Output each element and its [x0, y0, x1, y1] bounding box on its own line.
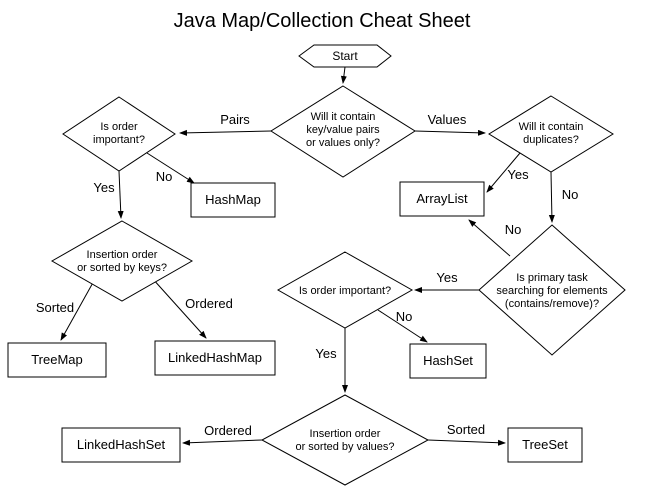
decision-insertion-or-sorted-values-line2: or sorted by values?: [295, 441, 394, 453]
decision-pairs-or-values-diamond: [270, 85, 416, 178]
edge-label-no-set-order: No: [396, 309, 413, 324]
edge-label-no-duplicates: No: [562, 187, 579, 202]
edge-yes-to-insertion-keys: [117, 170, 124, 219]
result-hashmap: HashMap: [190, 182, 276, 218]
page-title: Java Map/Collection Cheat Sheet: [174, 10, 471, 32]
decision-searching-diamond: [478, 224, 626, 356]
edge-ordered-to-linkedhashset: [182, 439, 263, 446]
decision-insertion-or-sorted-values: Insertion order or sorted by values?: [260, 394, 430, 486]
edge-no-to-hashmap: [146, 152, 195, 184]
result-linkedhashset: LinkedHashSet: [61, 427, 181, 463]
arraylist-box: [399, 181, 485, 217]
decision-insertion-or-sorted-keys-diamond: [50, 220, 194, 302]
decision-pairs-or-values-line1: Will it contain: [311, 111, 376, 123]
decision-duplicates-line2: duplicates?: [523, 134, 579, 146]
edge-pairs: [179, 129, 272, 136]
treeset-label: TreeSet: [522, 437, 568, 452]
edge-no-to-hashset: [377, 309, 428, 343]
result-arraylist: ArrayList: [399, 181, 485, 217]
edge-label-no-map-order: No: [156, 169, 173, 184]
decision-pairs-or-values: Will it contain key/value pairs or value…: [270, 85, 416, 178]
decision-order-important-map-line2: important?: [93, 134, 145, 146]
edge-label-ordered-keys: Ordered: [185, 296, 233, 311]
decision-insertion-or-sorted-values-diamond: [260, 394, 430, 486]
edge-ordered-to-linkedhashmap: [151, 277, 207, 339]
linkedhashset-label: LinkedHashSet: [77, 437, 166, 452]
edge-label-yes-duplicates: Yes: [507, 167, 529, 182]
decision-duplicates: Will it contain duplicates?: [488, 95, 614, 173]
result-linkedhashmap: LinkedHashMap: [154, 340, 276, 376]
decision-order-important-set-diamond: [276, 251, 414, 329]
hashmap-label: HashMap: [205, 192, 261, 207]
edge-label-yes-searching: Yes: [436, 270, 458, 285]
start-node: Start: [298, 44, 392, 68]
decision-duplicates-line1: Will it contain: [519, 121, 584, 133]
decision-insertion-or-sorted-keys-line1: Insertion order: [87, 249, 158, 261]
decision-searching-line3: (contains/remove)?: [505, 298, 599, 310]
edge-no-to-arraylist: [468, 219, 511, 257]
edge-label-sorted-keys: Sorted: [36, 300, 74, 315]
decision-order-important-set: Is order important?: [276, 251, 414, 329]
treeset-box: [507, 427, 583, 463]
decision-searching: Is primary task searching for elements (…: [478, 224, 626, 356]
hashset-label: HashSet: [423, 353, 473, 368]
edge-label-no-searching: No: [505, 222, 522, 237]
edge-start-to-keyvalue: [340, 66, 347, 84]
decision-duplicates-diamond: [488, 95, 614, 173]
edge-label-sorted-values: Sorted: [447, 422, 485, 437]
start-hexagon: [298, 44, 392, 68]
treemap-box: [7, 342, 107, 378]
linkedhashmap-box: [154, 340, 276, 376]
edge-label-yes-set-order: Yes: [315, 346, 337, 361]
edge-values: [414, 129, 486, 136]
decision-order-important-map-diamond: [62, 96, 176, 172]
edge-no-to-searching: [548, 171, 555, 223]
result-hashset: HashSet: [409, 343, 487, 379]
decision-searching-line1: Is primary task: [516, 272, 588, 284]
decision-order-important-map: Is order important?: [62, 96, 176, 172]
edge-label-ordered-values: Ordered: [204, 423, 252, 438]
decision-searching-line2: searching for elements: [496, 285, 608, 297]
linkedhashset-box: [61, 427, 181, 463]
edge-labels: Pairs Values No Yes Sorted Ordered Yes N…: [36, 112, 578, 438]
hashmap-box: [190, 182, 276, 218]
edges: [60, 66, 555, 446]
decision-pairs-or-values-line2: key/value pairs: [306, 124, 380, 136]
decision-order-important-set-line1: Is order important?: [299, 285, 391, 297]
decision-order-important-map-line1: Is order: [100, 121, 138, 133]
edge-label-values: Values: [428, 112, 467, 127]
edge-sorted-to-treemap: [60, 278, 96, 341]
start-label: Start: [332, 49, 358, 63]
decision-insertion-or-sorted-keys-line2: or sorted by keys?: [77, 262, 167, 274]
decision-insertion-or-sorted-keys: Insertion order or sorted by keys?: [50, 220, 194, 302]
decision-insertion-or-sorted-values-line1: Insertion order: [310, 428, 381, 440]
result-treemap: TreeMap: [7, 342, 107, 378]
linkedhashmap-label: LinkedHashMap: [168, 350, 262, 365]
result-treeset: TreeSet: [507, 427, 583, 463]
arraylist-label: ArrayList: [416, 191, 468, 206]
treemap-label: TreeMap: [31, 352, 83, 367]
edge-yes-to-arraylist: [486, 152, 521, 193]
edge-label-pairs: Pairs: [220, 112, 250, 127]
edge-label-yes-map-order: Yes: [93, 180, 115, 195]
hashset-box: [409, 343, 487, 379]
decision-pairs-or-values-line3: or values only?: [306, 137, 380, 149]
edge-sorted-to-treeset: [427, 439, 506, 446]
